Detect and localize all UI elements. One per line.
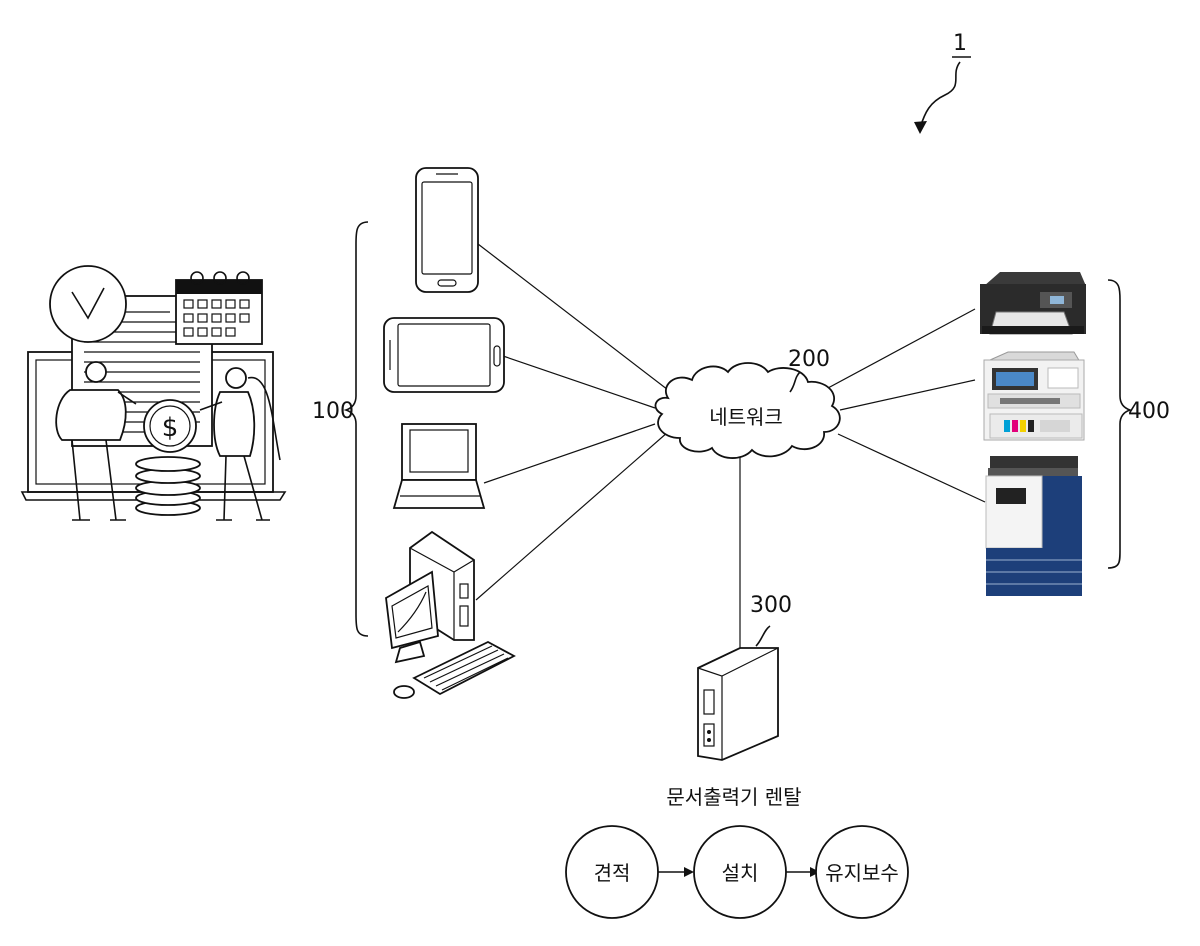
network-ref: 200 (788, 347, 830, 372)
laptop-icon (394, 424, 484, 508)
terminals-brace (346, 222, 368, 636)
figure-ref-arrow (920, 62, 960, 128)
server-caption: 문서출력기 렌탈 (666, 785, 801, 809)
process-flow: 견적 설치 유지보수 (566, 826, 908, 918)
office-inkjet-printer-icon (984, 352, 1084, 440)
network-label: 네트워크 (709, 405, 783, 429)
printers-ref: 400 (1128, 399, 1170, 424)
figure-ref-number: 1 (953, 31, 967, 56)
tablet-icon (384, 318, 504, 392)
step-estimate-label: 견적 (594, 861, 631, 885)
inkjet-printer-icon (980, 272, 1086, 334)
network-cloud: 네트워크 200 (655, 347, 839, 458)
figure-reference: 1 (914, 31, 971, 134)
step-install-label: 설치 (722, 861, 759, 885)
dollar-sign-icon: $ (162, 413, 179, 443)
rental-finance-illustration: $ (22, 266, 285, 520)
printers-brace (1108, 280, 1130, 568)
desktop-pc-icon (386, 532, 514, 698)
terminals-ref: 100 (312, 399, 354, 424)
step-maintenance-label: 유지보수 (825, 861, 899, 885)
server-leader-line (756, 626, 770, 646)
server-ref: 300 (750, 593, 792, 618)
smartphone-icon (416, 168, 478, 292)
multifunction-copier-icon (986, 456, 1082, 596)
server-tower-icon: 300 문서출력기 렌탈 (666, 593, 801, 809)
